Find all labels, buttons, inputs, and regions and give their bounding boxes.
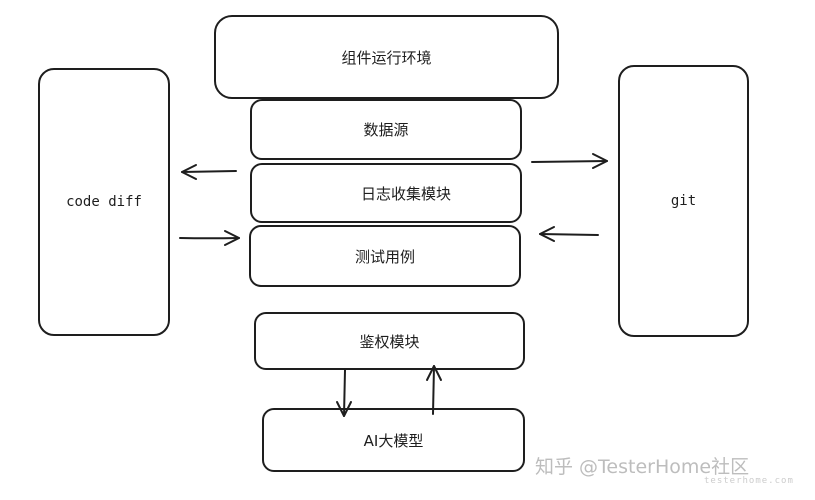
data-source-box: 数据源 bbox=[250, 99, 522, 160]
arrow-ai-model-to-auth bbox=[426, 365, 442, 415]
code-diff-box: code diff bbox=[38, 68, 170, 336]
code-diff-label: code diff bbox=[66, 194, 142, 210]
watermark-sub: testerhome.com bbox=[704, 476, 794, 486]
arrow-auth-to-ai-model bbox=[336, 369, 352, 417]
auth-box: 鉴权模块 bbox=[254, 312, 525, 370]
runtime-env-label: 组件运行环境 bbox=[341, 48, 432, 67]
ai-model-label: AI大模型 bbox=[363, 431, 424, 450]
arrow-data-source-to-git bbox=[531, 153, 608, 169]
arrow-code-diff-to-test-cases bbox=[179, 230, 240, 246]
ai-model-box: AI大模型 bbox=[262, 408, 525, 472]
data-source-label: 数据源 bbox=[363, 121, 409, 139]
auth-label: 鉴权模块 bbox=[359, 332, 420, 351]
test-cases-box: 测试用例 bbox=[249, 225, 521, 287]
test-cases-label: 测试用例 bbox=[354, 247, 415, 266]
git-box: git bbox=[618, 65, 749, 337]
git-label: git bbox=[670, 193, 697, 209]
arrow-git-to-test-cases bbox=[539, 226, 599, 242]
log-collection-box: 日志收集模块 bbox=[250, 163, 522, 223]
runtime-env-box: 组件运行环境 bbox=[214, 15, 559, 99]
arrow-log-to-code-diff bbox=[181, 164, 237, 180]
watermark: 知乎 @TesterHome社区 bbox=[535, 456, 750, 478]
log-collection-label: 日志收集模块 bbox=[360, 184, 451, 203]
